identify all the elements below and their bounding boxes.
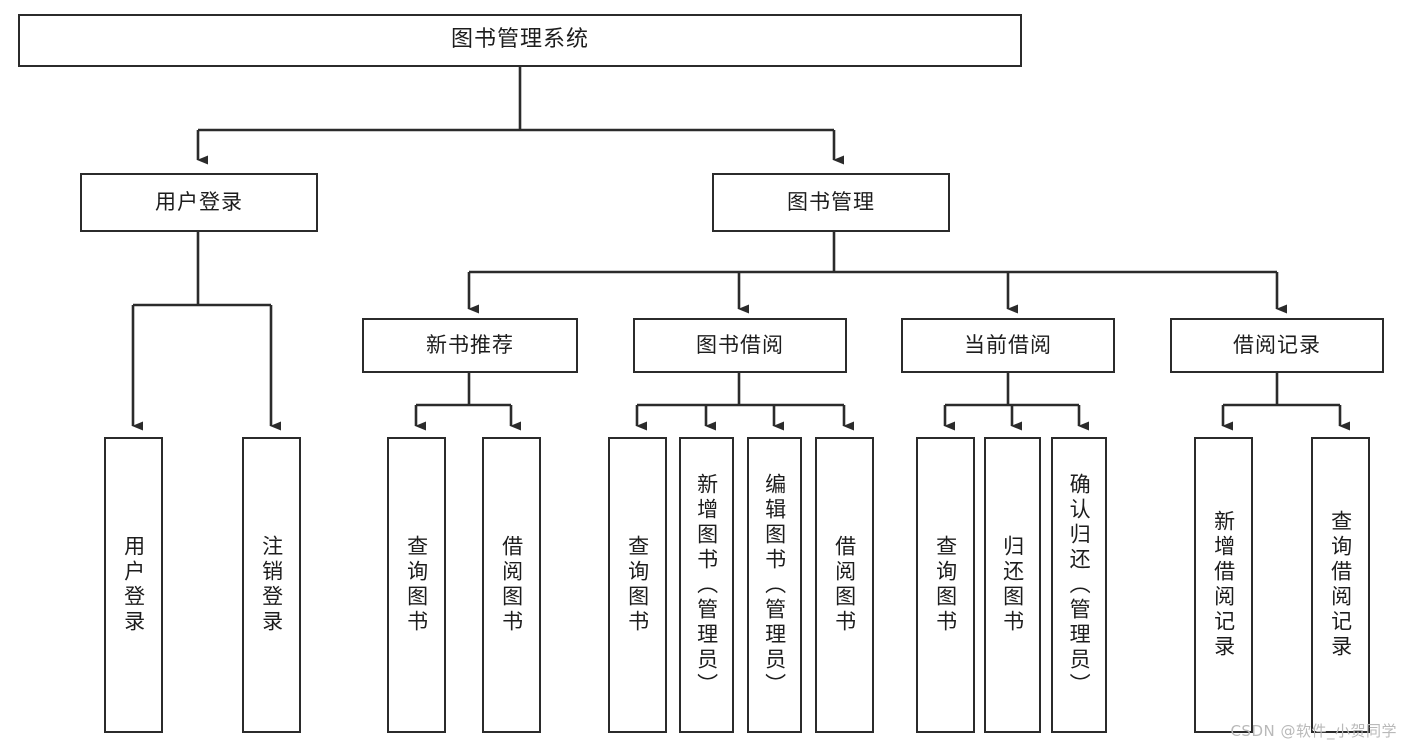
node-label: 归还图书 [1000,535,1025,635]
node-label: 新增借阅记录 [1211,510,1236,660]
leaf-add-book-admin[interactable]: 新增图书（管理员） [679,437,734,733]
node-label: 注销登录 [259,535,284,635]
node-borrow-records[interactable]: 借阅记录 [1170,318,1384,373]
node-label: 图书借阅 [696,332,784,357]
leaf-logout[interactable]: 注销登录 [242,437,301,733]
leaf-add-borrow-record[interactable]: 新增借阅记录 [1194,437,1253,733]
leaf-query-book-recommend[interactable]: 查询图书 [387,437,446,733]
node-label: 新书推荐 [426,332,514,357]
node-label: 图书管理 [787,189,875,214]
leaf-user-login[interactable]: 用户登录 [104,437,163,733]
leaf-return-book[interactable]: 归还图书 [984,437,1041,733]
node-current-borrow[interactable]: 当前借阅 [901,318,1115,373]
node-label: 借阅记录 [1233,332,1321,357]
node-root-system[interactable]: 图书管理系统 [18,14,1022,67]
node-book-borrow[interactable]: 图书借阅 [633,318,847,373]
leaf-edit-book-admin[interactable]: 编辑图书（管理员） [747,437,802,733]
node-label: 借阅图书 [499,535,524,635]
node-label: 确认归还（管理员） [1067,472,1092,698]
node-label: 用户登录 [155,189,243,214]
node-label: 当前借阅 [964,332,1052,357]
node-user-login[interactable]: 用户登录 [80,173,318,232]
node-label: 借阅图书 [832,535,857,635]
node-label: 查询图书 [625,535,650,635]
leaf-query-book-current[interactable]: 查询图书 [916,437,975,733]
node-label: 新增图书（管理员） [694,472,719,698]
leaf-borrow-book[interactable]: 借阅图书 [815,437,874,733]
leaf-query-borrow-record[interactable]: 查询借阅记录 [1311,437,1370,733]
leaf-borrow-book-recommend[interactable]: 借阅图书 [482,437,541,733]
node-book-management[interactable]: 图书管理 [712,173,950,232]
node-label: 用户登录 [121,535,146,635]
node-label: 图书管理系统 [450,27,589,53]
leaf-query-book-borrow[interactable]: 查询图书 [608,437,667,733]
leaf-confirm-return-admin[interactable]: 确认归还（管理员） [1051,437,1107,733]
node-label: 查询图书 [933,535,958,635]
csdn-watermark: CSDN @软件_小贺同学 [1230,722,1397,740]
node-new-book-recommend[interactable]: 新书推荐 [362,318,578,373]
node-label: 编辑图书（管理员） [762,472,787,698]
node-label: 查询借阅记录 [1328,510,1353,660]
node-label: 查询图书 [404,535,429,635]
